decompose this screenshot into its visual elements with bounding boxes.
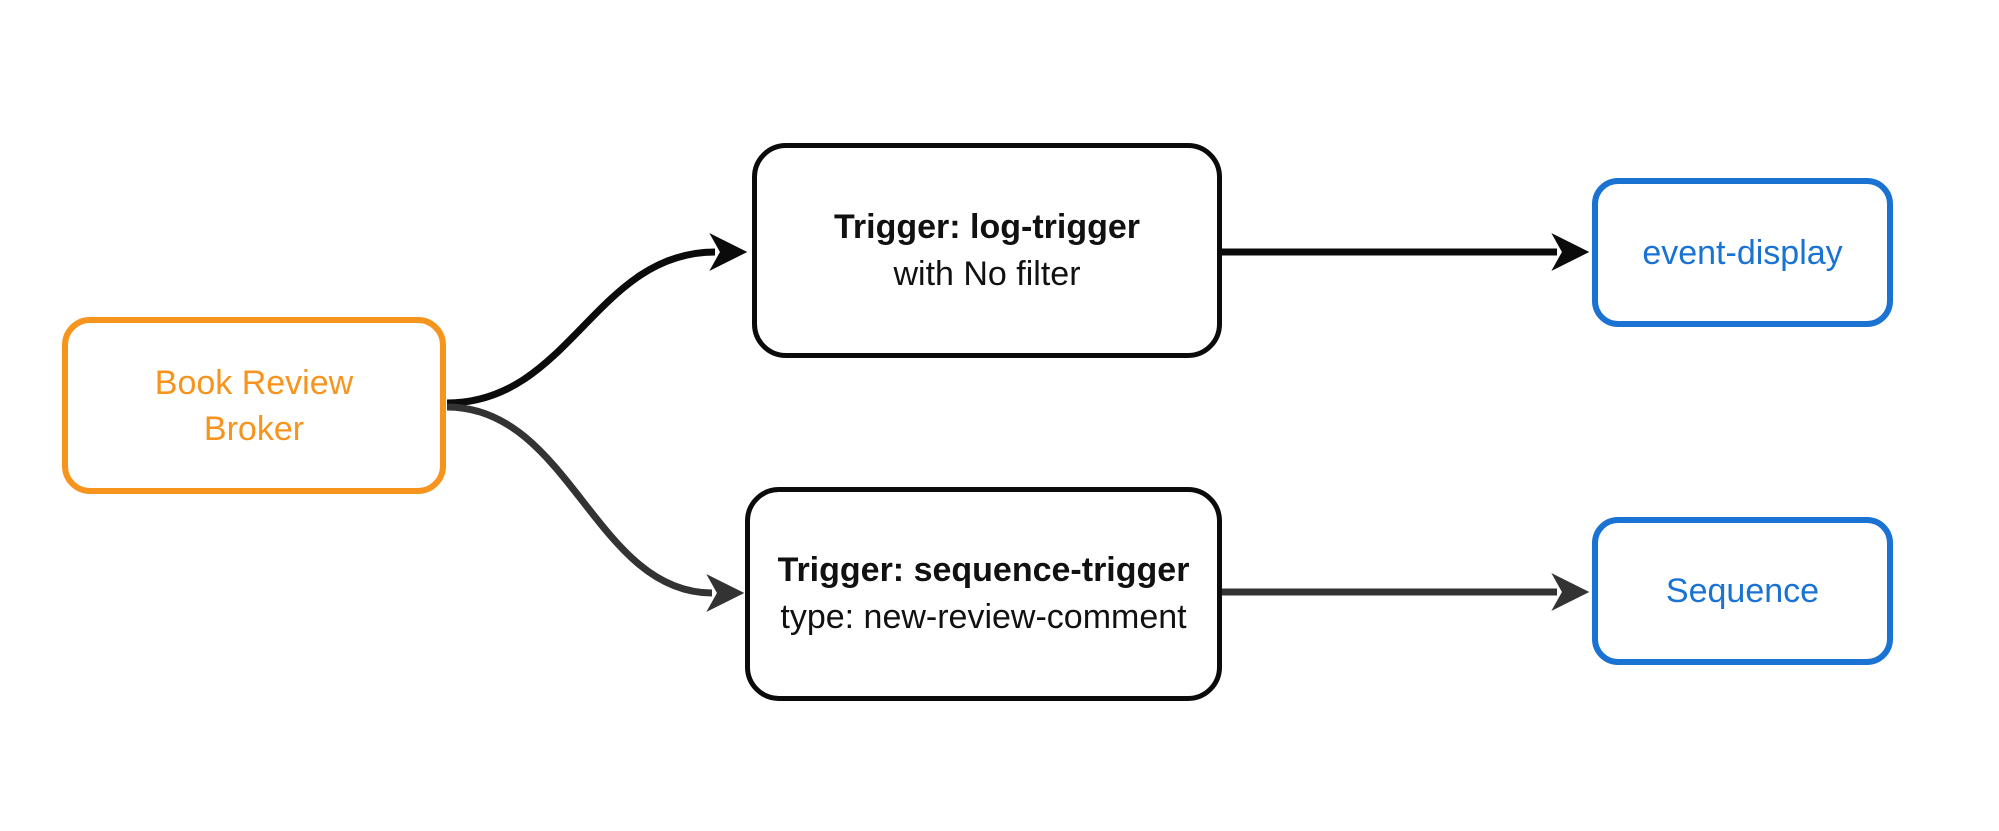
node-subtitle: with No filter [893,254,1081,293]
node-label: event-display [1642,233,1843,272]
edge-broker-to-log-trigger [446,233,748,407]
node-sequence-trigger: Trigger: sequence-trigger type: new-revi… [745,487,1222,701]
node-title: Trigger: sequence-trigger [777,551,1190,589]
node-title: Trigger: log-trigger [834,207,1140,246]
node-event-display: event-display [1592,178,1893,327]
node-sequence: Sequence [1592,517,1893,665]
edge-broker-to-sequence-trigger [446,403,745,612]
node-book-review-broker: Book Review Broker [62,317,446,494]
node-label-line: Broker [203,409,305,448]
node-label-line: Book Review [154,363,354,402]
node-log-trigger: Trigger: log-trigger with No filter [752,143,1222,358]
node-subtitle: type: new-review-comment [780,598,1187,636]
node-label: Sequence [1665,572,1820,610]
